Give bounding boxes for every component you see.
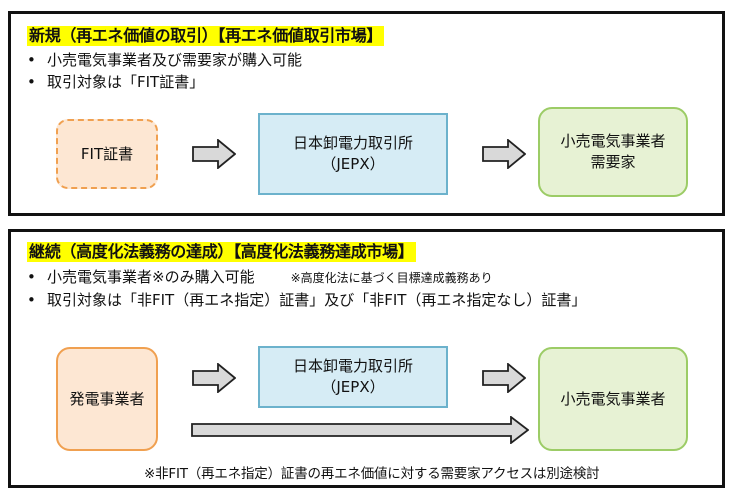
long-arrow-right-icon [191, 416, 529, 444]
retail-consumer-box: 小売電気事業者 需要家 [538, 107, 688, 197]
panel2-bullets: 小売電気事業者※のみ購入可能 ※高度化法に基づく目標達成義務あり 取引対象は「非F… [23, 266, 586, 311]
jepx-label-line2: （JEPX） [321, 155, 385, 173]
panel-continued-market: 継続（高度化法義務の達成）【高度化法義務達成市場】 小売電気事業者※のみ購入可能… [8, 229, 725, 488]
retail-label-line1: 小売電気事業者 [560, 132, 666, 150]
panel1-bullet-1: 小売電気事業者及び需要家が購入可能 [23, 49, 302, 71]
retail-company-box: 小売電気事業者 [538, 347, 688, 451]
retail-label-line2: 需要家 [590, 153, 636, 171]
panel2-heading: 継続（高度化法義務の達成）【高度化法義務達成市場】 [27, 242, 416, 262]
panel2-bullet-2: 取引対象は「非FIT（再エネ指定）証書」及び「非FIT（再エネ指定なし）証書」 [23, 289, 586, 311]
panel2-footnote: ※非FIT（再エネ指定）証書の再エネ価値に対する需要家アクセスは別途検討 [144, 466, 600, 482]
panel-new-market: 新規（再エネ価値の取引）【再エネ価値取引市場】 小売電気事業者及び需要家が購入可… [8, 11, 725, 216]
panel1-bullets: 小売電気事業者及び需要家が購入可能 取引対象は「FIT証書」 [23, 49, 302, 93]
arrow-right-icon [482, 139, 526, 169]
panel2-bullet-1: 小売電気事業者※のみ購入可能 ※高度化法に基づく目標達成義務あり [23, 266, 586, 289]
panel2-bullet-1-note: ※高度化法に基づく目標達成義務あり [290, 271, 493, 285]
power-generator-label: 発電事業者 [69, 389, 145, 408]
jepx-box: 日本卸電力取引所 （JEPX） [258, 113, 448, 195]
power-generator-box: 発電事業者 [56, 347, 158, 451]
fit-certificate-label: FIT証書 [80, 144, 134, 163]
panel2-bullet-1-main: 小売電気事業者※のみ購入可能 [47, 268, 255, 286]
jepx-label-line1: 日本卸電力取引所 [292, 357, 413, 375]
panel1-heading: 新規（再エネ価値の取引）【再エネ価値取引市場】 [27, 26, 385, 46]
jepx-box: 日本卸電力取引所 （JEPX） [258, 346, 448, 408]
jepx-label-line1: 日本卸電力取引所 [292, 134, 413, 152]
fit-certificate-box: FIT証書 [56, 119, 158, 189]
arrow-right-icon [482, 363, 526, 393]
jepx-label-line2: （JEPX） [321, 378, 385, 396]
arrow-right-icon [192, 139, 236, 169]
retail-company-label: 小売電気事業者 [560, 389, 666, 408]
panel1-bullet-2: 取引対象は「FIT証書」 [23, 71, 302, 93]
arrow-right-icon [192, 363, 236, 393]
